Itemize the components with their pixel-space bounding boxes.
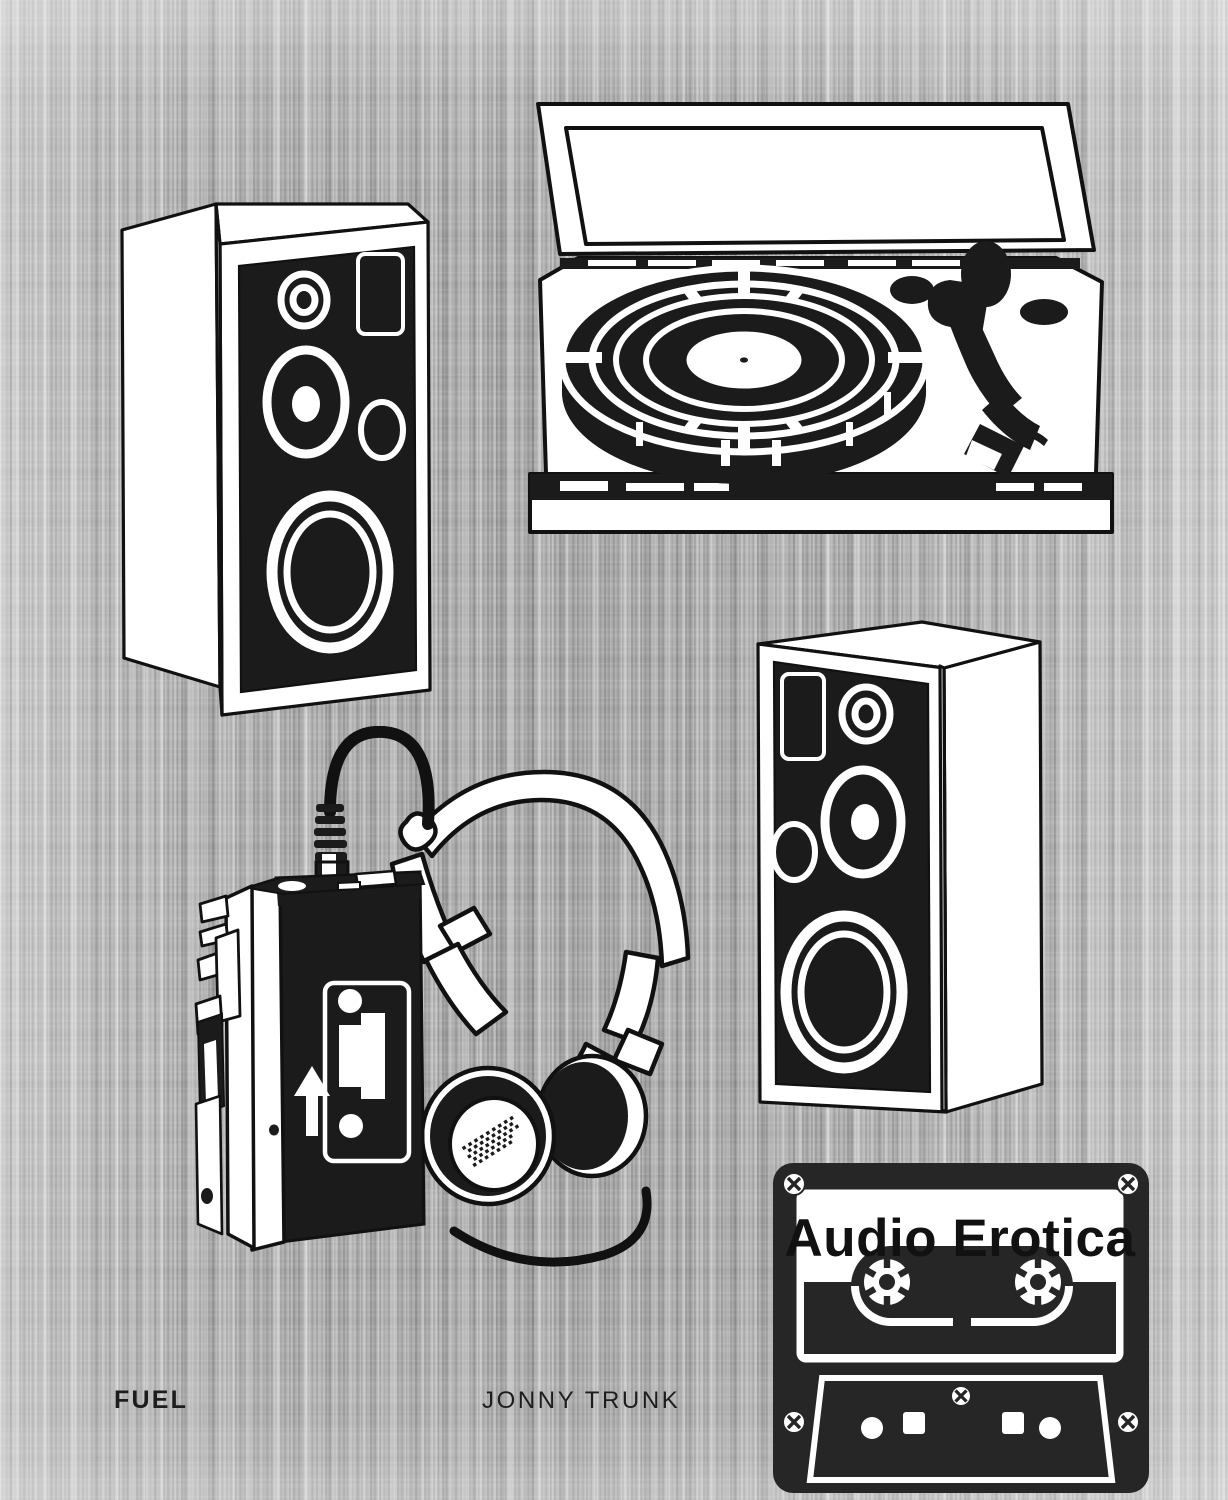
headphone-headband [389,769,691,1115]
midrange-driver [820,765,906,879]
left-earcup [419,1065,557,1207]
cassette-window [322,980,412,1164]
plug-cable [324,726,435,830]
mesh-grille [461,1115,520,1168]
tweeter-driver [838,683,894,745]
cassette-title: Audio Erotica [784,1209,1135,1268]
direction-arrow [294,1066,330,1136]
tape-window [851,1246,1073,1326]
woofer-driver [266,490,394,654]
right-earcup [535,1053,649,1179]
arm-rest [890,276,934,304]
speaker-badge [780,672,826,761]
spool-hubs [864,1258,1061,1306]
cassette-bottom-plate [806,1375,1116,1483]
speaker-badge [356,252,405,336]
small-driver [770,821,818,883]
platter [558,264,930,484]
record-turntable [516,92,1126,562]
spindle [740,357,748,363]
tonearm-tube [946,306,1022,416]
publisher-name: FUEL [114,1386,189,1414]
small-driver [358,399,406,461]
headphone-cable [449,1186,652,1267]
speed-control [1020,299,1068,325]
woofer-driver [780,910,908,1074]
speaker-right [744,614,1056,1122]
cassette-screws [782,1172,1140,1434]
capstan-holes [861,1412,1061,1439]
compact-cassette: Audio Erotica [770,1160,1152,1500]
speaker-top-left [108,192,448,722]
cassette-player-body [194,869,426,1252]
centre-screw [950,1385,972,1407]
midrange-driver [262,345,350,459]
author-name: JONNY TRUNK [482,1387,681,1414]
portable-cassette-player-and-headphones [188,726,698,1316]
tweeter-driver [277,270,331,330]
